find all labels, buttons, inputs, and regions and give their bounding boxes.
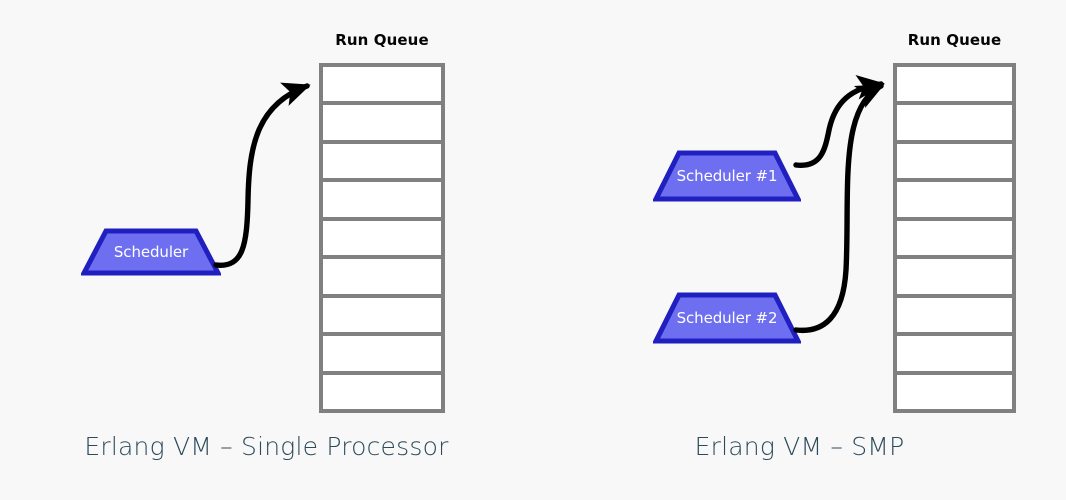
panel-caption-single: Erlang VM – Single Processor (84, 432, 449, 461)
panel-caption-smp: Erlang VM – SMP (694, 432, 905, 461)
run-queue-label: Run Queue (335, 31, 429, 49)
trapezoid-shape (653, 292, 801, 344)
panel-smp: Run Queue Scheduler #1 Scheduler #2 (533, 0, 1066, 500)
queue-cell (893, 255, 1016, 298)
queue-cell (319, 101, 445, 144)
run-queue-label: Run Queue (907, 31, 1002, 49)
scheduler-2-node[interactable]: Scheduler #2 (653, 292, 801, 344)
queue-cell (319, 255, 445, 298)
panel-single-processor: Run Queue Scheduler (0, 31, 449, 461)
arrow-scheduler-1-to-queue (793, 74, 885, 168)
queue-cell (319, 178, 445, 221)
scheduler-1-node[interactable]: Scheduler #1 (653, 150, 801, 202)
arrow-scheduler-to-queue (213, 82, 311, 268)
scheduler-label: Scheduler (113, 242, 189, 261)
queue-cell (893, 178, 1016, 221)
queue-cell (893, 370, 1016, 413)
arrow-scheduler-2-to-queue (793, 83, 885, 334)
queue-cell (319, 63, 445, 106)
scheduler-node[interactable]: Scheduler (81, 228, 221, 276)
queue-cell (893, 101, 1016, 144)
queue-cell (893, 216, 1016, 260)
arrow-layer-single (213, 82, 311, 268)
queue-cell (893, 139, 1016, 183)
queue-cell (319, 216, 445, 260)
trapezoid-shape (81, 228, 221, 276)
queue-cell (319, 139, 445, 183)
queue-cell (893, 293, 1016, 337)
queue-cell (319, 332, 445, 375)
scheduler-2-label: Scheduler #2 (676, 308, 778, 327)
queue-cell (893, 63, 1016, 106)
run-queue-single (319, 63, 445, 413)
queue-cell (893, 332, 1016, 375)
queue-cell (319, 293, 445, 337)
run-queue-smp (893, 63, 1016, 413)
scheduler-1-label: Scheduler #1 (676, 166, 778, 185)
queue-cell (319, 370, 445, 413)
